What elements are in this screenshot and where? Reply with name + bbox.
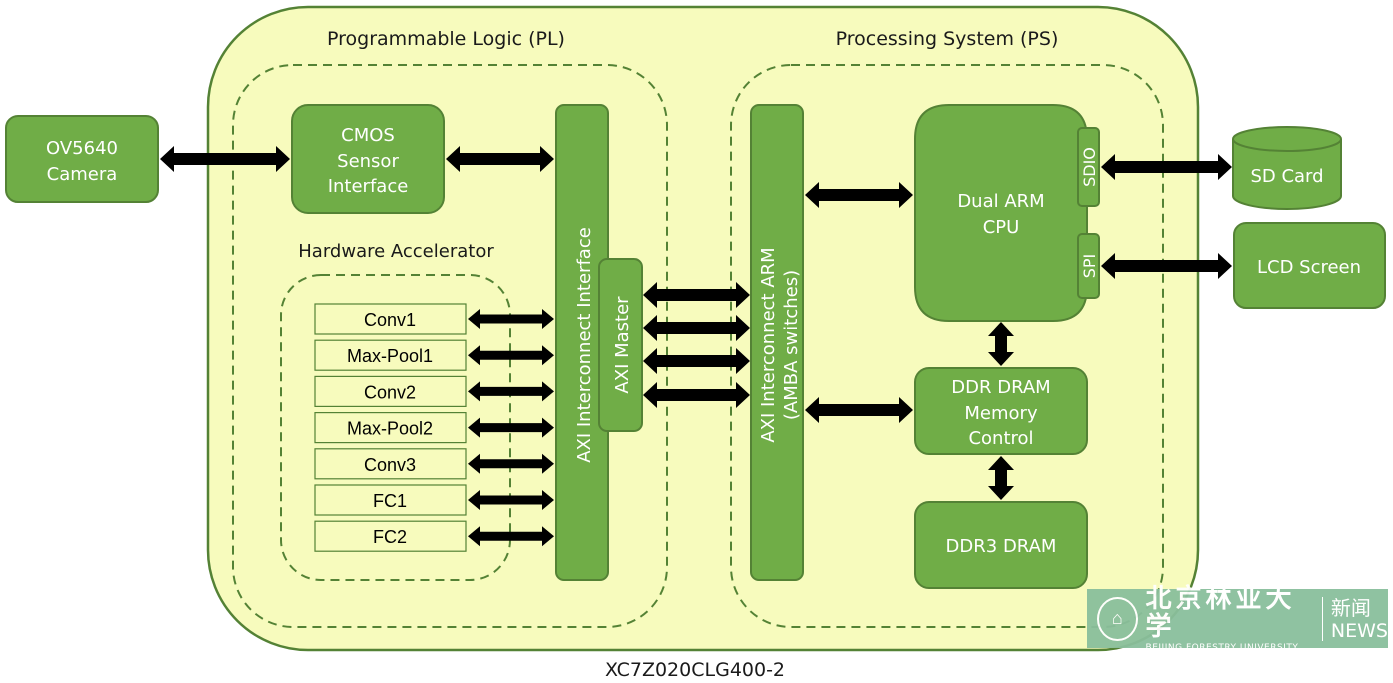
spi-label: SPI	[1080, 254, 1099, 279]
arrow-layer-axi	[468, 453, 554, 474]
arrow-layer-axi	[468, 526, 554, 547]
layer-box	[314, 484, 467, 516]
accelerator-layer-fc1: FC1	[314, 484, 467, 516]
axi-interconnect-arm-block: AXI Interconnect ARM (AMBA switches)	[750, 104, 804, 581]
layer-box	[314, 412, 467, 444]
axi-master-label: AXI Master	[612, 296, 633, 394]
university-name-en: BEIJING FORESTRY UNIVERSITY	[1145, 642, 1299, 653]
university-watermark: ⌂ 北京林业大学 BEIJING FORESTRY UNIVERSITY 新闻 …	[1087, 585, 1388, 653]
dual-arm-cpu-block: Dual ARM CPU	[914, 104, 1088, 322]
cmos-label-2: Sensor	[337, 151, 399, 172]
cpu-label-2: CPU	[983, 217, 1020, 238]
arrow-axi-master-arm	[643, 382, 750, 408]
layer-label: Conv2	[364, 382, 416, 402]
layer-box	[314, 303, 467, 335]
cpu-label-1: Dual ARM	[957, 191, 1044, 212]
arrow-axi-master-arm	[643, 348, 750, 374]
arrow-cpu-ddr-ctrl	[988, 322, 1014, 366]
news-label-en: NEWS	[1330, 619, 1388, 642]
axi-interconnect-interface-block: AXI Interconnect Interface	[555, 104, 609, 581]
layer-label: Conv1	[364, 310, 416, 330]
accelerator-layer-conv2: Conv2	[314, 375, 467, 407]
accelerator-region	[280, 274, 511, 581]
layer-box	[314, 375, 467, 407]
pl-region	[232, 64, 668, 628]
cmos-label-3: Interface	[328, 176, 409, 197]
axi-interconnect-arm-label-2: (AMBA switches)	[781, 270, 802, 420]
ddr-ctrl-label-1: DDR DRAM	[951, 377, 1050, 398]
arrow-layer-axi	[468, 490, 554, 510]
arrow-arm-ddr-ctrl	[805, 397, 913, 423]
camera-label-2: Camera	[47, 164, 118, 185]
arrow-axi-master-arm	[643, 315, 750, 341]
ps-title: Processing System (PS)	[836, 28, 1059, 50]
sd-card-label: SD Card	[1250, 166, 1323, 187]
axi-interconnect-arm-label-1: AXI Interconnect ARM	[758, 247, 779, 442]
layer-label: Max-Pool1	[347, 346, 433, 366]
accelerator-layer-conv1: Conv1	[314, 303, 467, 335]
layer-label: FC1	[373, 491, 407, 511]
accelerator-title: Hardware Accelerator	[298, 241, 494, 262]
layer-box	[314, 520, 467, 552]
axi-master-block: AXI Master	[598, 258, 643, 432]
news-label-cn: 新闻	[1330, 595, 1371, 620]
sdio-port: SDIO	[1077, 127, 1100, 207]
camera-block: OV5640 Camera	[5, 115, 159, 203]
camera-label-1: OV5640	[46, 138, 118, 159]
layer-label: Max-Pool2	[347, 419, 433, 439]
arrow-sdio-sdcard	[1101, 154, 1232, 180]
arrow-cmos-axi	[446, 146, 554, 172]
arrow-arm-cpu	[805, 182, 913, 208]
cmos-sensor-interface-block: CMOS Sensor Interface	[291, 104, 445, 214]
layer-box	[314, 448, 467, 480]
layer-label: Conv3	[364, 455, 416, 475]
arrow-axi-master-arm	[643, 282, 750, 308]
accelerator-layer-max-pool2: Max-Pool2	[314, 412, 467, 444]
sd-card-block: SD Card	[1232, 126, 1342, 210]
ddr-memory-controller-block: DDR DRAM Memory Control	[914, 367, 1088, 455]
arrow-layer-axi	[468, 417, 554, 438]
ddr3-dram-block: DDR3 DRAM	[914, 501, 1088, 589]
ddr-ctrl-label-3: Control	[968, 428, 1033, 449]
ddr-ctrl-label-2: Memory	[964, 403, 1038, 424]
layer-box	[314, 339, 467, 371]
arrow-layer-axi	[468, 345, 554, 366]
ps-region	[730, 64, 1164, 628]
lcd-screen-block: LCD Screen	[1233, 222, 1386, 309]
spi-port: SPI	[1077, 233, 1100, 299]
axi-interconnect-interface-label: AXI Interconnect Interface	[574, 227, 595, 463]
sdio-label: SDIO	[1080, 147, 1099, 187]
arrow-spi-lcd	[1101, 253, 1232, 279]
arrow-ddr-ctrl-ddr3	[988, 456, 1014, 500]
connections	[160, 146, 1232, 547]
accelerator-layer-max-pool1: Max-Pool1	[314, 339, 467, 371]
arrow-camera-cmos	[160, 146, 290, 172]
ddr3-label: DDR3 DRAM	[946, 536, 1057, 557]
layer-label: FC2	[373, 527, 407, 547]
logo-emblem-icon: ⌂	[1097, 596, 1138, 641]
lcd-label: LCD Screen	[1257, 257, 1361, 278]
arrow-layer-axi	[468, 381, 554, 402]
arrow-layer-axi	[468, 309, 554, 329]
part-number: XC7Z020CLG400-2	[605, 659, 785, 681]
accelerator-layer-fc2: FC2	[314, 520, 467, 552]
logo-divider	[1322, 596, 1323, 641]
university-name-cn: 北京林业大学	[1145, 583, 1296, 642]
pl-title: Programmable Logic (PL)	[327, 28, 565, 50]
accelerator-layer-conv3: Conv3	[314, 448, 467, 480]
cmos-label-1: CMOS	[341, 125, 395, 146]
